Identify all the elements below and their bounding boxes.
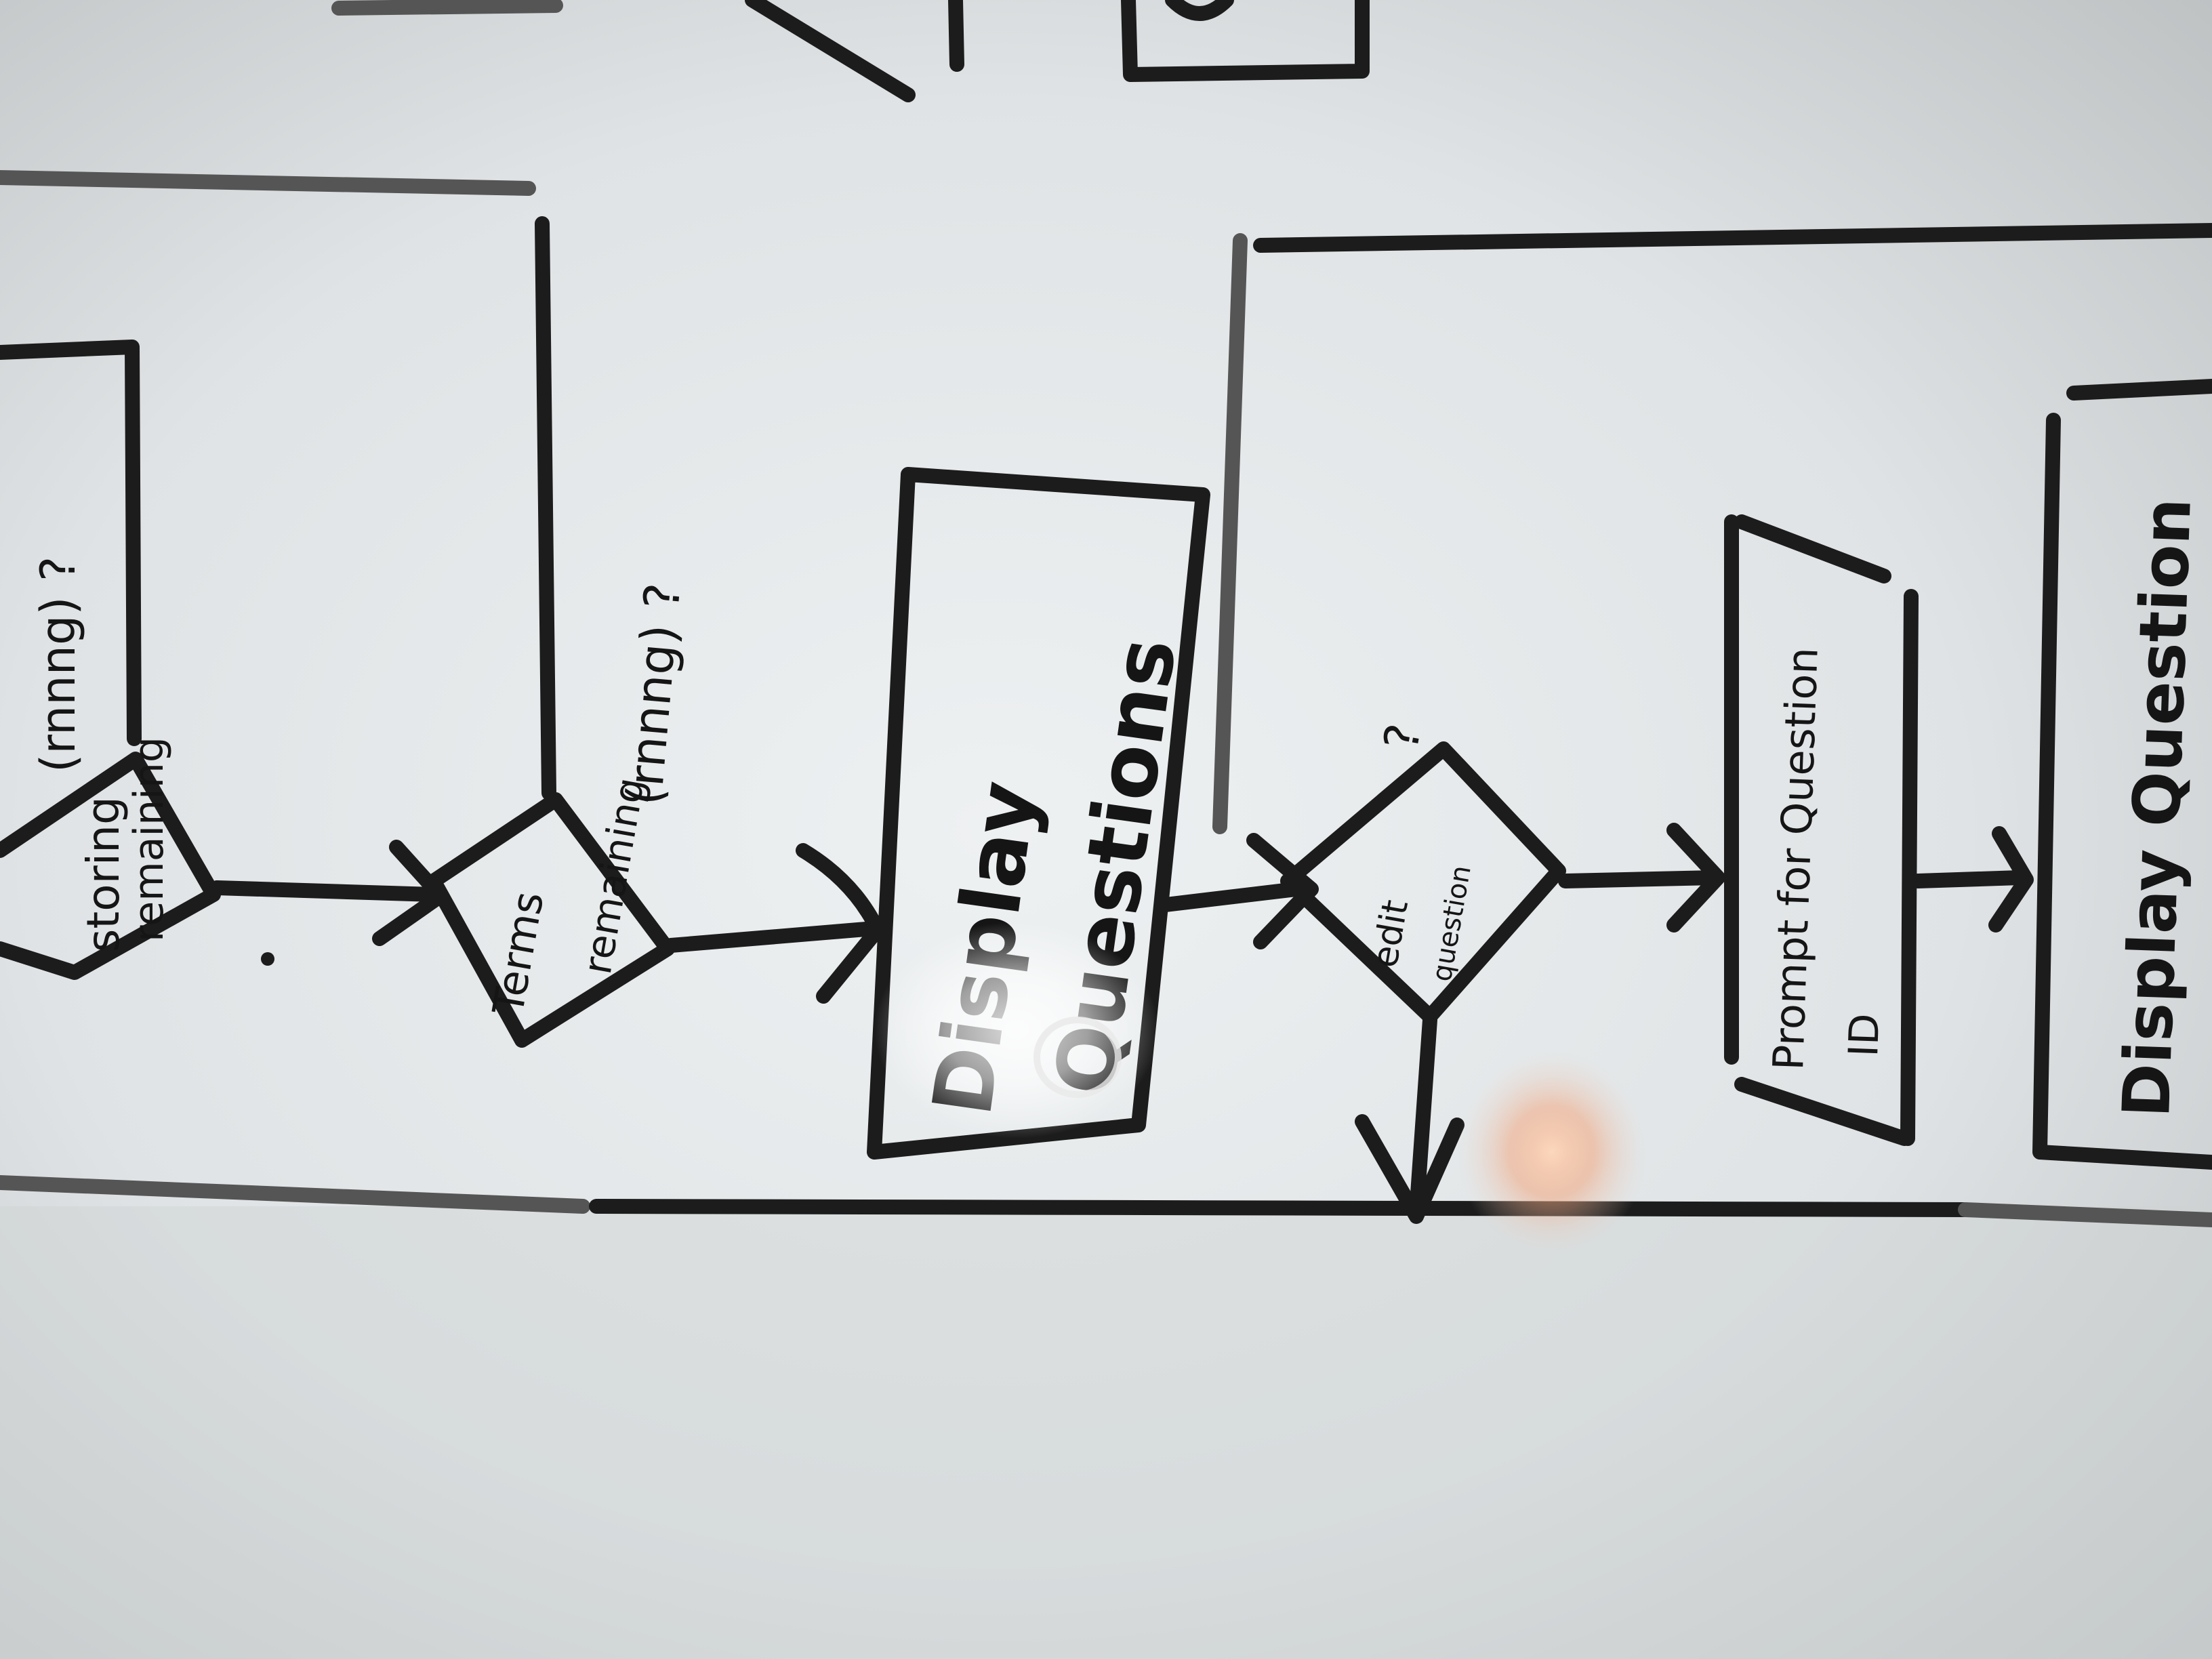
top-partial-shapes — [331, 0, 1370, 102]
prompt-line2: ID — [1840, 1012, 1889, 1057]
marker-dot — [261, 952, 274, 966]
storing-label: storing — [77, 796, 129, 952]
bottom-lane-line — [0, 1175, 2212, 1227]
arrow-edit-down — [1355, 1012, 1465, 1224]
arrow-display-to-edit — [1158, 833, 1319, 949]
warm-glare — [1457, 1050, 1647, 1254]
storing-remaining-label: remaining — [125, 737, 173, 942]
storing-condition-label: (rnnng) ? — [30, 556, 86, 773]
arrow-edit-to-prompt — [1558, 823, 1725, 933]
arrow-terms-to-display — [663, 843, 885, 1004]
left-lane-lines — [0, 170, 556, 800]
storing-remaining-decision: storing remaining (rnnng) ? — [0, 556, 221, 980]
white-glare — [874, 922, 1159, 1139]
right-lane-lines — [1212, 223, 2212, 834]
arrow-prompt-to-display — [1910, 826, 2034, 933]
